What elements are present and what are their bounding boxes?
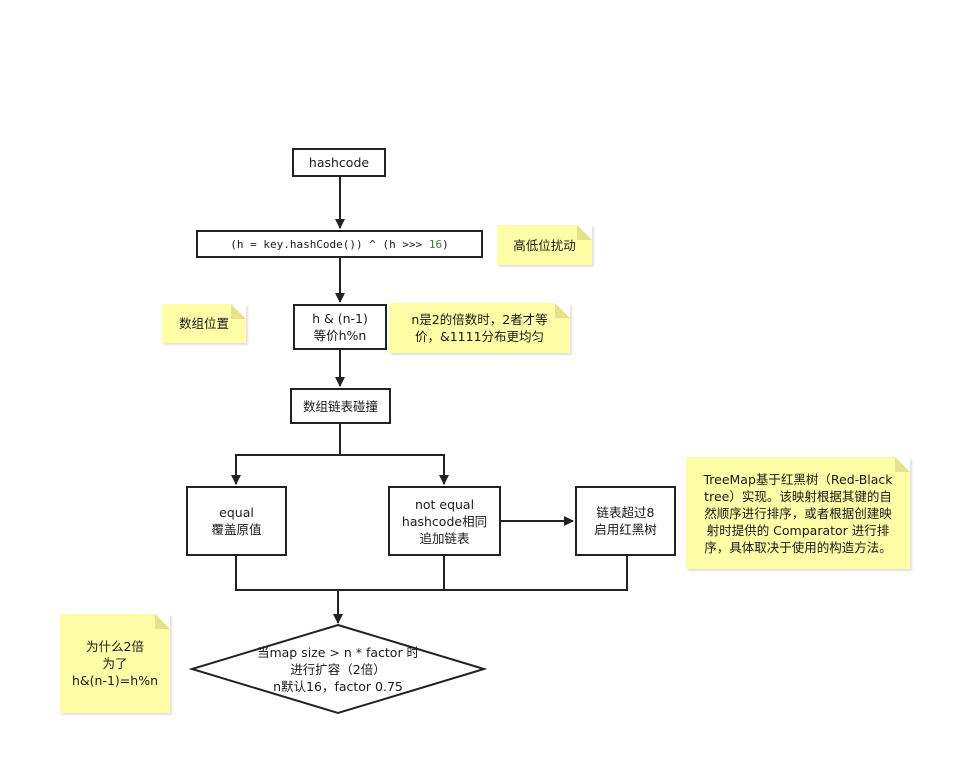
treeify-node: 链表超过8 启用红黑树 bbox=[575, 486, 676, 556]
note-perturb-text: 高低位扰动 bbox=[513, 237, 576, 253]
note-power-of-two: n是2的倍数时，2者才等 价，&1111分布更均匀 bbox=[389, 303, 570, 353]
note-treemap-line4: 射时提供的 Comparator 进行排 bbox=[706, 522, 890, 538]
resize-diamond bbox=[188, 623, 488, 715]
note-treemap-line2: tree）实现。该映射根据其键的自 bbox=[704, 488, 892, 504]
note-array-position-text: 数组位置 bbox=[178, 316, 229, 331]
note-treemap-line5: 序，具体取决于使用的构造方法。 bbox=[704, 539, 892, 555]
not-equal-line1: not equal bbox=[414, 496, 475, 512]
edge-collision-equal bbox=[231, 424, 341, 485]
note-treemap: TreeMap基于红黑树（Red-Black tree）实现。该映射根据其键的自… bbox=[686, 457, 910, 569]
formula-suffix: ) bbox=[442, 237, 449, 251]
note-why-double: 为什么2倍 为了 h&(n-1)=h%n bbox=[60, 614, 170, 713]
index-node: h & (n-1) 等价h%n bbox=[293, 304, 387, 350]
note-fold-icon bbox=[895, 457, 910, 472]
resize-line3: n默认16，factor 0.75 bbox=[273, 678, 403, 694]
resize-text: 当map size > n * factor 时 进行扩容（2倍） n默认16，… bbox=[192, 625, 484, 713]
resize-line1: 当map size > n * factor 时 bbox=[256, 644, 420, 660]
note-perturb: 高低位扰动 bbox=[497, 225, 592, 265]
note-why-line1: 为什么2倍 bbox=[86, 639, 144, 654]
equal-node: equal 覆盖原值 bbox=[186, 486, 287, 556]
note-treemap-line3: 然顺序进行排序，或者根据创建映 bbox=[704, 505, 892, 521]
note-fold-icon bbox=[155, 614, 170, 629]
hashcode-label: hashcode bbox=[308, 155, 370, 170]
equal-line1: equal bbox=[219, 505, 254, 520]
edge-collision-notequal bbox=[340, 454, 449, 485]
note-fold-icon bbox=[555, 303, 570, 318]
formula-prefix: (h = key.hashCode()) ^ (h >>> bbox=[230, 237, 429, 251]
edge-merge bbox=[235, 556, 628, 591]
note-power-line2: 价，&1111分布更均匀 bbox=[414, 329, 545, 344]
note-why-line2: 为了 bbox=[102, 656, 128, 671]
not-equal-line2: hashcode相同 bbox=[401, 513, 488, 529]
index-line1: h & (n-1) bbox=[312, 311, 368, 326]
treeify-line1: 链表超过8 bbox=[596, 505, 655, 520]
not-equal-node: not equal hashcode相同 追加链表 bbox=[388, 486, 501, 556]
hash-formula-node: (h = key.hashCode()) ^ (h >>> 16) bbox=[196, 230, 483, 258]
index-line2: 等价h%n bbox=[313, 328, 367, 343]
note-array-position: 数组位置 bbox=[162, 304, 246, 343]
resize-line2: 进行扩容（2倍） bbox=[290, 661, 386, 677]
collision-label: 数组链表碰撞 bbox=[302, 398, 378, 414]
note-treemap-line1: TreeMap基于红黑树（Red-Black bbox=[703, 471, 893, 487]
equal-line2: 覆盖原值 bbox=[211, 522, 262, 537]
not-equal-line3: 追加链表 bbox=[419, 530, 470, 546]
note-why-line3: h&(n-1)=h%n bbox=[71, 673, 158, 688]
note-fold-icon bbox=[577, 225, 592, 240]
note-power-line1: n是2的倍数时，2者才等 bbox=[411, 312, 548, 327]
treeify-line2: 启用红黑树 bbox=[594, 522, 657, 537]
note-fold-icon bbox=[231, 304, 246, 319]
hashcode-node: hashcode bbox=[292, 148, 386, 177]
formula-number: 16 bbox=[428, 237, 443, 251]
collision-node: 数组链表碰撞 bbox=[290, 388, 391, 424]
